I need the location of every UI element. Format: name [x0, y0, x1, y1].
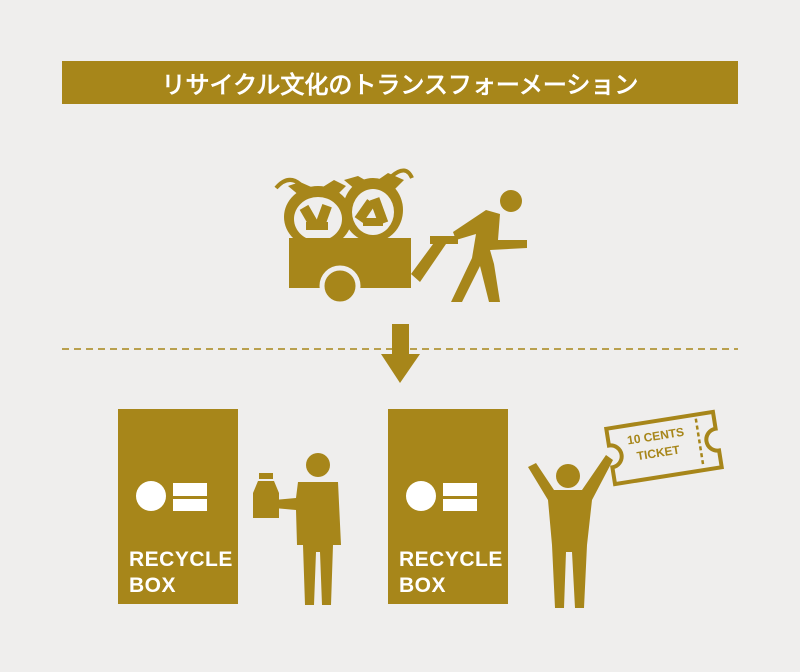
recycle-box	[388, 409, 508, 604]
person-pushing-icon	[451, 190, 527, 302]
collection-scene	[274, 168, 527, 307]
cart-icon	[289, 236, 458, 307]
person-holding-bottle-icon	[274, 453, 341, 605]
recycle-box-label-line2: BOX	[399, 574, 447, 597]
recycle-box-label-line1: RECYCLE	[399, 548, 503, 571]
down-arrow-icon	[381, 324, 420, 383]
title-banner: リサイクル文化のトランスフォーメーション	[62, 61, 738, 104]
ticket-icon	[603, 409, 725, 487]
trash-bag-icon	[343, 168, 414, 242]
recycle-box-label: RECYCLE BOX	[399, 547, 503, 599]
recycle-box	[118, 409, 238, 604]
trash-bag-icon	[274, 177, 352, 248]
recycle-box-label-line1: RECYCLE	[129, 548, 233, 571]
page-title: リサイクル文化のトランスフォーメーション	[161, 71, 639, 99]
recycle-box-label: RECYCLE BOX	[129, 547, 233, 599]
bottle-icon	[253, 473, 279, 518]
person-celebrating-icon	[528, 455, 613, 608]
recycle-box-label-line2: BOX	[129, 574, 177, 597]
